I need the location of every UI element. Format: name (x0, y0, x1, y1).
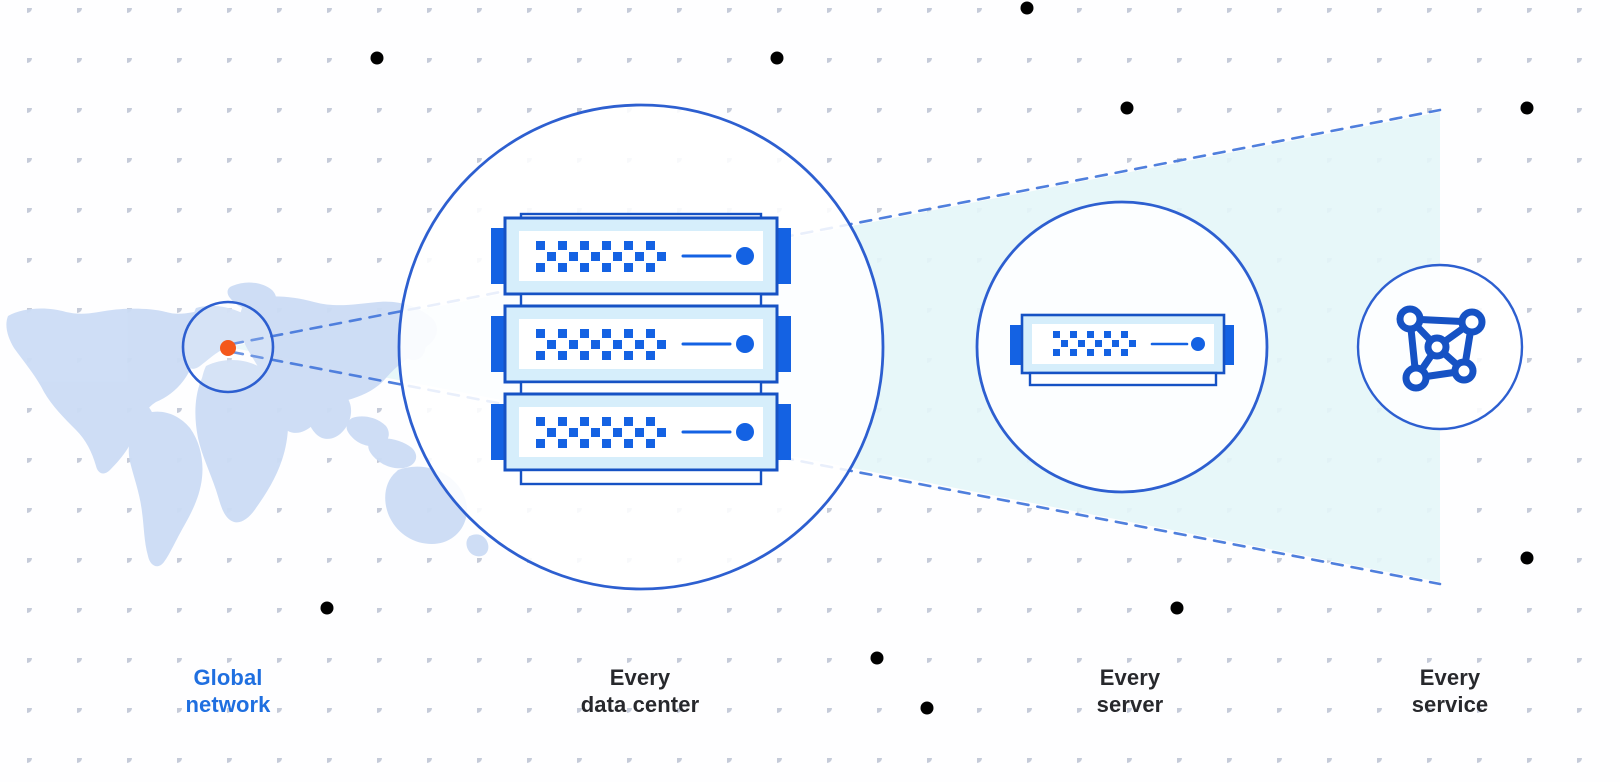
accent-dot (920, 701, 934, 715)
world-map-icon (6, 282, 489, 567)
single-server-icon (1010, 313, 1234, 387)
server-unit (491, 216, 791, 296)
accent-dot (1120, 101, 1134, 115)
accent-dot (370, 51, 384, 65)
accent-dot (1520, 551, 1534, 565)
map-location-marker (220, 340, 236, 356)
accent-dot (870, 651, 884, 665)
server-unit (491, 392, 791, 472)
stage-label-every-data-center[interactable]: Every data center (580, 665, 700, 717)
accent-dot (1520, 101, 1534, 115)
service-node-graph-icon (1396, 305, 1486, 392)
server-led-matrix (536, 329, 666, 360)
server-unit (491, 304, 791, 384)
accent-dot (320, 601, 334, 615)
stage-label-global-network[interactable]: Global network (185, 665, 271, 717)
accent-dot (1170, 601, 1184, 615)
server-status-dot (736, 423, 754, 441)
accent-dot-group (320, 1, 1534, 715)
server-led-matrix (536, 241, 666, 272)
server-status-dot (1191, 337, 1205, 351)
stage-label-every-server[interactable]: Every server (1096, 665, 1164, 717)
server-status-dot (736, 247, 754, 265)
server-led-matrix (1053, 331, 1136, 356)
server-led-matrix (536, 417, 666, 448)
accent-dot (770, 51, 784, 65)
stage-label-every-service[interactable]: Every service (1411, 665, 1489, 717)
server-rack-icon (491, 212, 791, 486)
accent-dot (1020, 1, 1034, 15)
server-status-dot (736, 335, 754, 353)
stage-circle-global-network[interactable] (181, 300, 275, 394)
